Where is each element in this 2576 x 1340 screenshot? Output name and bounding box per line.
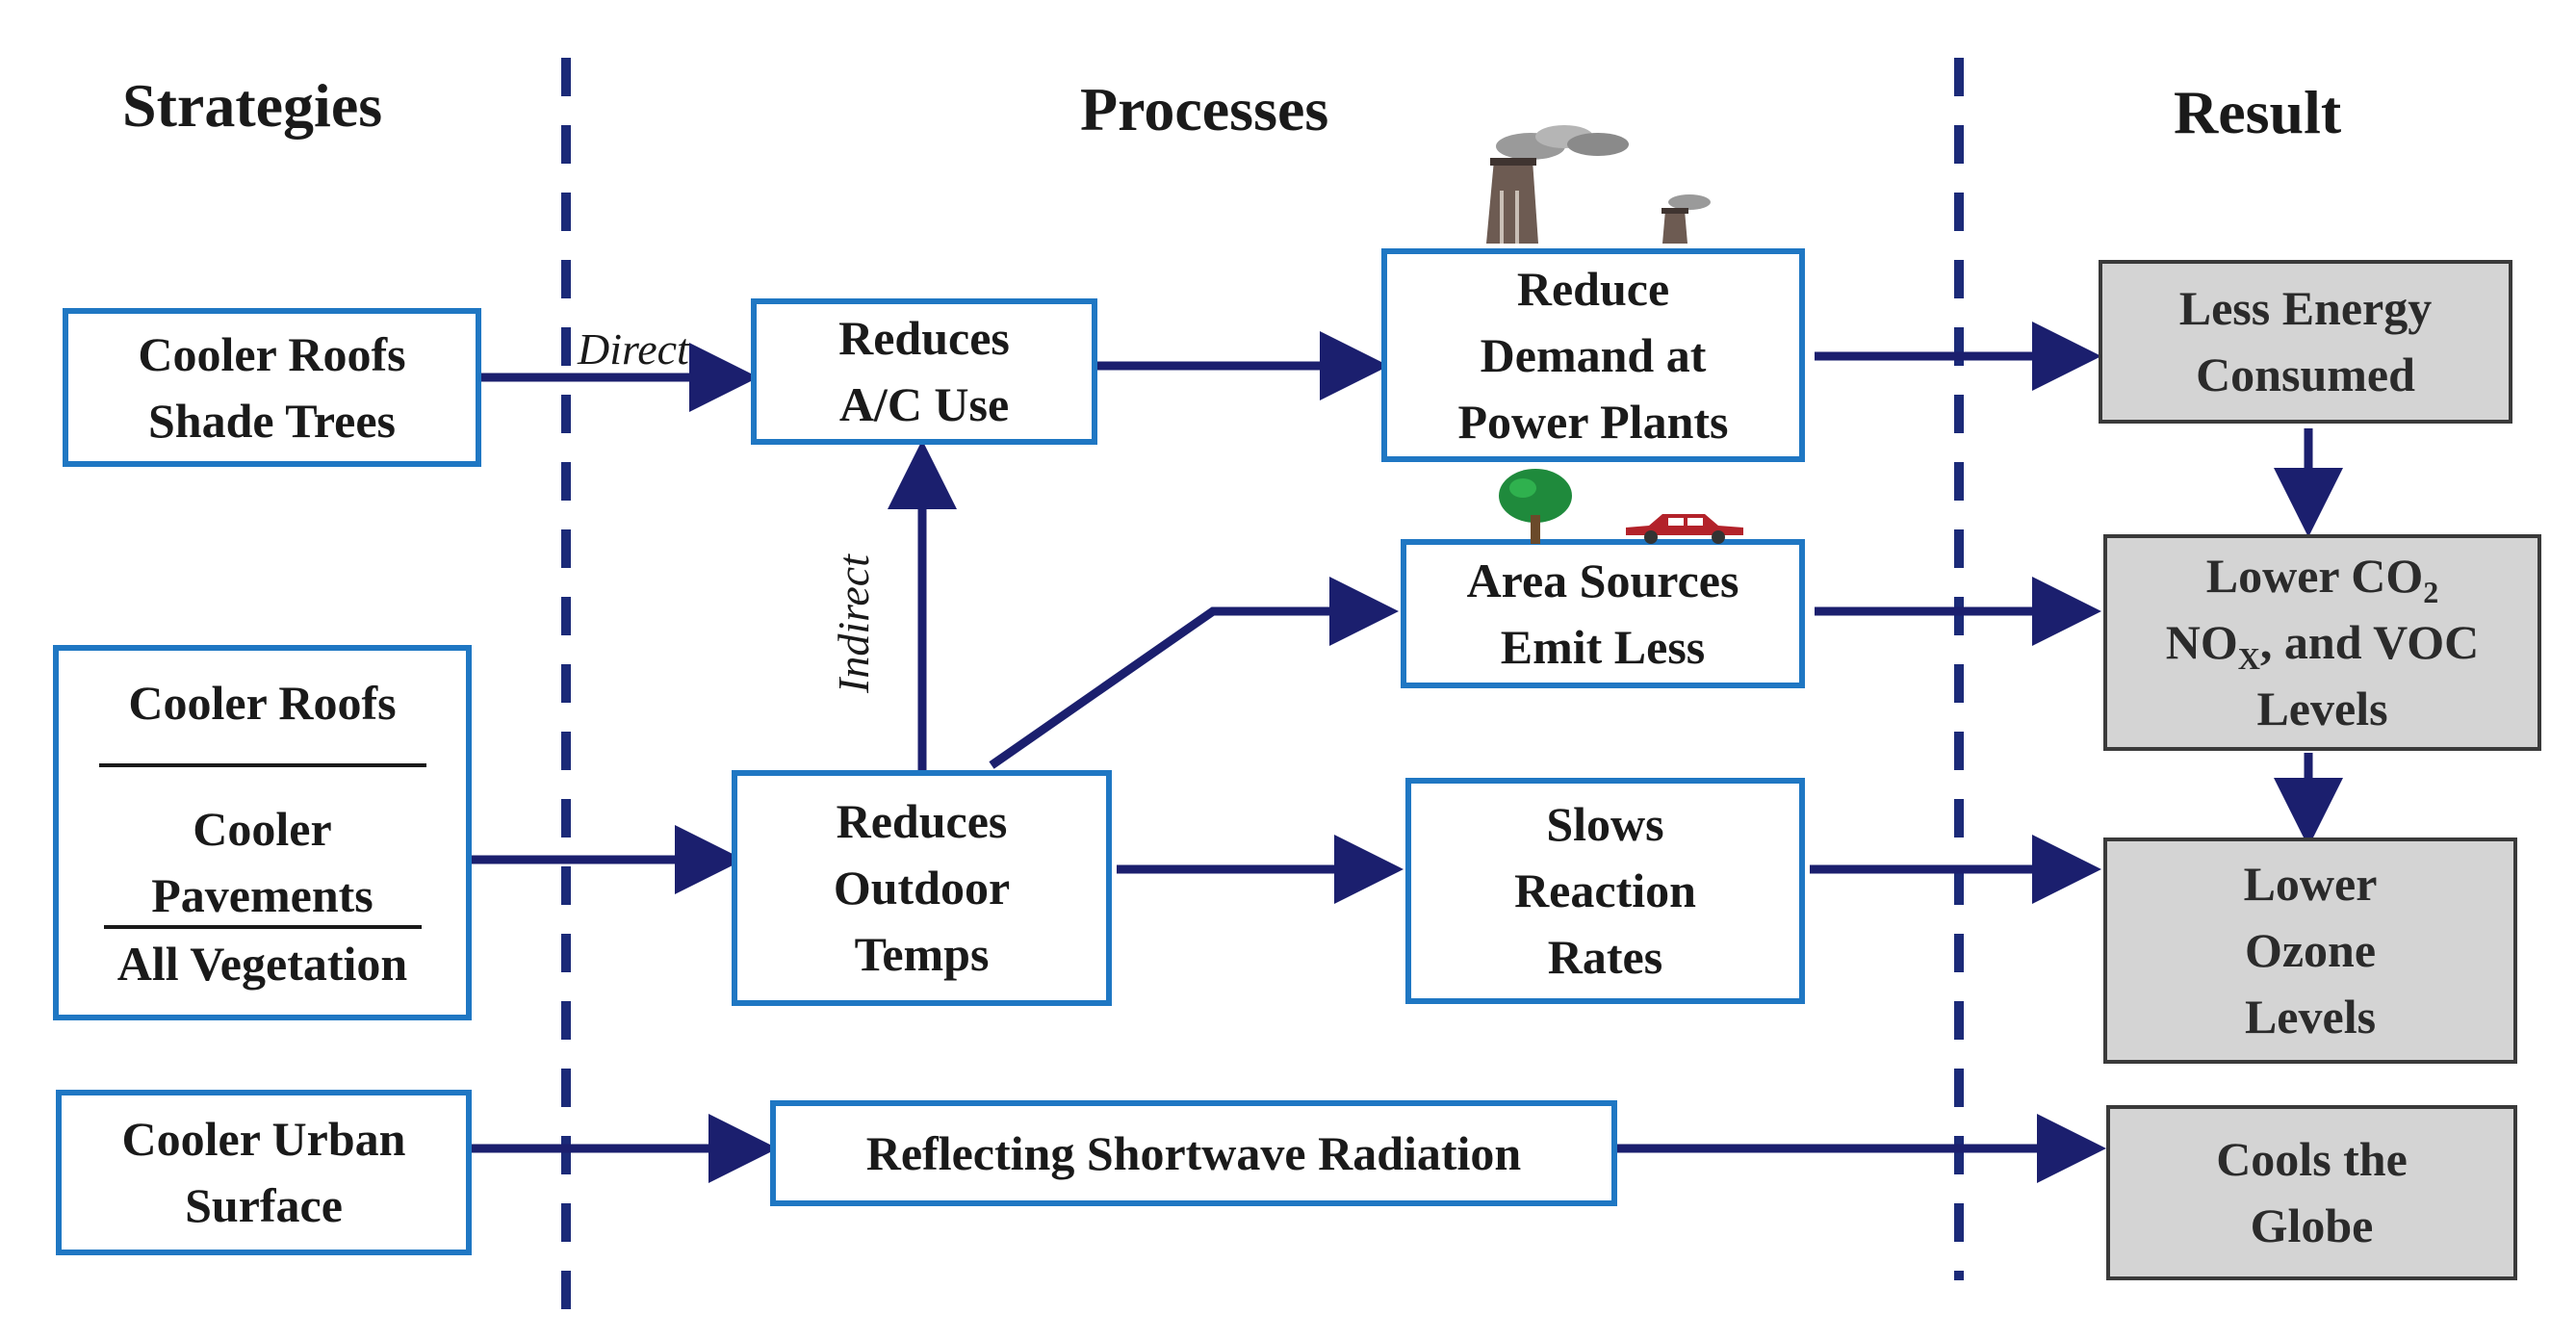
divider-rule — [103, 925, 422, 929]
box-line: Cooler Urban — [121, 1112, 406, 1166]
box-line: Consumed — [2196, 348, 2415, 401]
box-line: Emit Less — [1500, 619, 1706, 674]
header-result: Result — [2174, 78, 2342, 146]
box-lower-emissions: Lower CO2 NOX, and VOC Levels — [2103, 534, 2541, 751]
box-line: Globe — [2250, 1198, 2374, 1252]
box-lower-ozone: Lower Ozone Levels — [2103, 838, 2517, 1064]
box-line: Cools the — [2216, 1132, 2408, 1186]
box-line: Power Plants — [1457, 394, 1729, 449]
co2-subscript: 2 — [2423, 575, 2439, 609]
box-line: Cooler Roofs — [138, 326, 406, 381]
arrow-temps-to-area — [989, 577, 1399, 769]
box-slows-reaction-rates: Slows Reaction Rates — [1405, 778, 1805, 1004]
box-line: Pavements — [151, 868, 374, 922]
header-processes: Processes — [1080, 75, 1329, 143]
box-cools-globe: Cools the Globe — [2106, 1105, 2517, 1280]
emissions-line2-suffix: , and VOC — [2259, 615, 2480, 669]
box-line: Shade Trees — [148, 393, 396, 448]
box-line: Levels — [2256, 682, 2388, 735]
box-line: Surface — [185, 1178, 343, 1232]
box-less-energy: Less Energy Consumed — [2099, 260, 2512, 424]
box-line: Slows — [1546, 797, 1664, 851]
box-line: Demand at — [1480, 327, 1707, 382]
box-line: Lower — [2243, 857, 2378, 911]
box-reduces-outdoor-temps: Reduces Outdoor Temps — [732, 770, 1112, 1006]
nox-subscript: X — [2237, 641, 2260, 676]
box-line: Cooler — [193, 802, 332, 856]
box-line: Reflecting Shortwave Radiation — [865, 1125, 1522, 1180]
emissions-line1: Lower CO — [2205, 549, 2424, 603]
box-line: Reaction — [1514, 863, 1696, 917]
box-line: Less Energy — [2178, 281, 2433, 335]
direct-label: Direct — [578, 324, 689, 374]
factory-smokestack-icon — [1486, 125, 1711, 244]
divider-rule — [98, 763, 426, 767]
box-line: Reduces — [838, 311, 1010, 365]
box-line: Outdoor — [833, 861, 1011, 915]
emissions-line2: NO — [2165, 615, 2238, 669]
box-line: Temps — [854, 927, 990, 981]
box-line: Rates — [1547, 930, 1663, 984]
box-line: NOX, and VOC — [2166, 609, 2479, 676]
box-reflecting-shortwave: Reflecting Shortwave Radiation — [770, 1100, 1617, 1206]
tree-icon — [1499, 469, 1572, 544]
box-line: All Vegetation — [116, 937, 408, 991]
box-line: Reduce — [1516, 261, 1670, 316]
box-area-sources: Area Sources Emit Less — [1401, 539, 1805, 688]
box-line: Area Sources — [1466, 553, 1739, 607]
box-reduces-ac-use: Reduces A/C Use — [751, 298, 1097, 445]
box-line: Reduces — [836, 794, 1008, 848]
indirect-label: Indirect — [828, 554, 878, 693]
box-line: Levels — [2244, 990, 2377, 1044]
header-strategies: Strategies — [122, 71, 383, 140]
box-line: Lower CO2 — [2206, 543, 2438, 609]
box-line: A/C Use — [838, 377, 1010, 431]
box-cooler-urban-surface: Cooler Urban Surface — [56, 1090, 472, 1255]
box-line: Cooler Roofs — [128, 676, 397, 730]
box-reduce-demand: Reduce Demand at Power Plants — [1381, 248, 1805, 462]
box-line: Ozone — [2244, 923, 2377, 977]
box-cooler-roofs-pavements-vegetation: Cooler Roofs Cooler Pavements All Vegeta… — [53, 645, 472, 1020]
box-cooler-roofs-shade-trees: Cooler Roofs Shade Trees — [63, 308, 481, 467]
car-icon — [1626, 514, 1743, 544]
